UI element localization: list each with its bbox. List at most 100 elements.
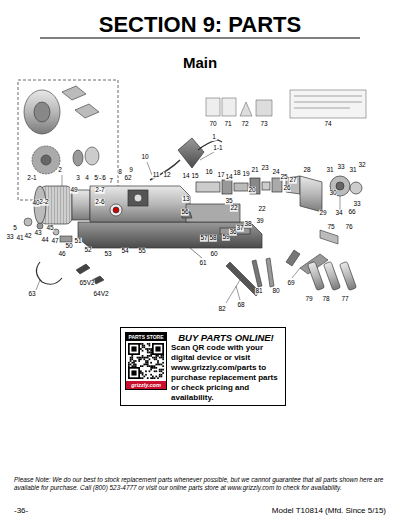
- callout-number: 81: [255, 288, 263, 295]
- callout-number: 31: [349, 167, 357, 174]
- callout-number: 54: [121, 248, 129, 255]
- callout-number: 26: [283, 185, 291, 192]
- callout-number: 13: [182, 196, 190, 203]
- callout-number: 1-1: [213, 145, 223, 152]
- callout-number: 63: [28, 291, 36, 298]
- callout-number: 69: [287, 280, 295, 287]
- footnote: Please Note: We do our best to stock rep…: [14, 476, 386, 493]
- callout-number: 28: [303, 167, 311, 174]
- callout-number: 39: [256, 218, 264, 225]
- callout-number: 3: [76, 175, 81, 182]
- callout-number: 2-6: [95, 199, 105, 206]
- callout-number: 43: [34, 230, 42, 237]
- callout-number: 77: [341, 296, 349, 303]
- qr-url-tag: grizzly.com: [126, 381, 166, 389]
- callout-number: 33: [353, 201, 361, 208]
- callout-number: 74: [324, 121, 332, 128]
- callout-number: 65V2: [79, 280, 95, 287]
- callout-number: 10: [141, 154, 149, 161]
- callout-number: 50: [65, 243, 73, 250]
- qr-heading: PARTS STORE: [126, 333, 166, 341]
- promo-body: Scan QR code with your digital device or…: [171, 343, 281, 403]
- callout-number: 68: [237, 302, 245, 309]
- callout-number: 80: [272, 288, 280, 295]
- callout-number: 20: [248, 187, 256, 194]
- callout-number: 12: [163, 172, 171, 179]
- callout-number: 46: [58, 251, 66, 258]
- callout-number: 11: [152, 172, 160, 179]
- callout-number: 19: [242, 171, 250, 178]
- callout-number: 82: [218, 306, 226, 313]
- qr-code-panel: PARTS STORE grizzly.com: [125, 332, 167, 390]
- callout-number: 14: [225, 174, 233, 181]
- callout-number: 47: [51, 238, 59, 245]
- callout-number: 1: [212, 134, 217, 141]
- callout-number: 34: [335, 210, 343, 217]
- callout-number: 23: [261, 165, 269, 172]
- callout-number: 70: [209, 121, 217, 128]
- callout-number: 14: [182, 173, 190, 180]
- callout-number: 76: [345, 224, 353, 231]
- callout-number: 44: [41, 237, 49, 244]
- callout-number: 38: [244, 221, 252, 228]
- callout-number: 15: [191, 173, 199, 180]
- callout-number: 61: [199, 260, 207, 267]
- callout-number: 29: [319, 210, 327, 217]
- callout-number: 22: [258, 206, 266, 213]
- callout-number: 9: [129, 167, 134, 174]
- model-number: Model T10814 (Mfd. Since 5/15): [272, 507, 386, 515]
- callout-number: 51: [74, 238, 82, 245]
- callout-number: 27: [289, 177, 297, 184]
- callout-number: 60: [210, 251, 218, 258]
- page-number: -36-: [14, 507, 28, 515]
- callout-number: 2-1: [27, 175, 37, 182]
- section-heading: Main: [0, 55, 400, 70]
- callout-number: 24: [272, 169, 280, 176]
- callout-number: 71: [224, 121, 232, 128]
- callout-number: 73: [260, 121, 268, 128]
- callout-number: 66: [348, 209, 356, 216]
- callout-number: 40: [32, 200, 40, 207]
- callout-number: 2-2: [39, 199, 49, 206]
- callout-number: 18: [233, 170, 241, 177]
- callout-number: 72: [241, 121, 249, 128]
- callout-number: 35: [225, 198, 233, 205]
- callout-number: 59: [222, 234, 230, 241]
- callout-number: 2-7: [95, 187, 105, 194]
- callout-number: 25: [280, 174, 288, 181]
- callout-number: 57: [200, 235, 208, 242]
- callout-number: 6: [102, 175, 107, 182]
- callout-number: 49: [70, 187, 78, 194]
- callout-number: 8: [118, 169, 123, 176]
- promo-heading: BUY PARTS ONLINE!: [171, 332, 281, 343]
- callout-number: 22: [230, 205, 238, 212]
- callout-number: 5: [13, 225, 18, 232]
- callout-number: 55: [138, 248, 146, 255]
- callout-number: 78: [322, 296, 330, 303]
- callout-number: 75: [327, 224, 335, 231]
- callout-number: 56: [181, 209, 189, 216]
- callout-number: 5: [94, 175, 99, 182]
- callout-number: 62: [124, 175, 132, 182]
- callout-number: 41: [16, 235, 24, 242]
- callout-number: 7: [109, 178, 114, 185]
- callout-number: 21: [251, 167, 259, 174]
- callout-number: 2: [58, 167, 63, 174]
- callout-number: 31: [326, 167, 334, 174]
- callout-number: 52: [84, 247, 92, 254]
- callout-number: 79: [305, 296, 313, 303]
- callout-number: 32: [358, 162, 366, 169]
- callout-number: 53: [104, 251, 112, 258]
- callout-number: 45: [46, 225, 54, 232]
- callout-number: 4: [85, 175, 90, 182]
- parts-store-text: BUY PARTS ONLINE!Scan QR code with your …: [171, 328, 285, 407]
- callout-number: 16: [205, 169, 213, 176]
- page-title: SECTION 9: PARTS: [0, 14, 400, 36]
- callout-number: 33: [337, 164, 345, 171]
- qr-code: [128, 343, 164, 379]
- callout-number: 58: [209, 235, 217, 242]
- callout-number: 64V2: [93, 291, 109, 298]
- callout-number: 42: [24, 233, 32, 240]
